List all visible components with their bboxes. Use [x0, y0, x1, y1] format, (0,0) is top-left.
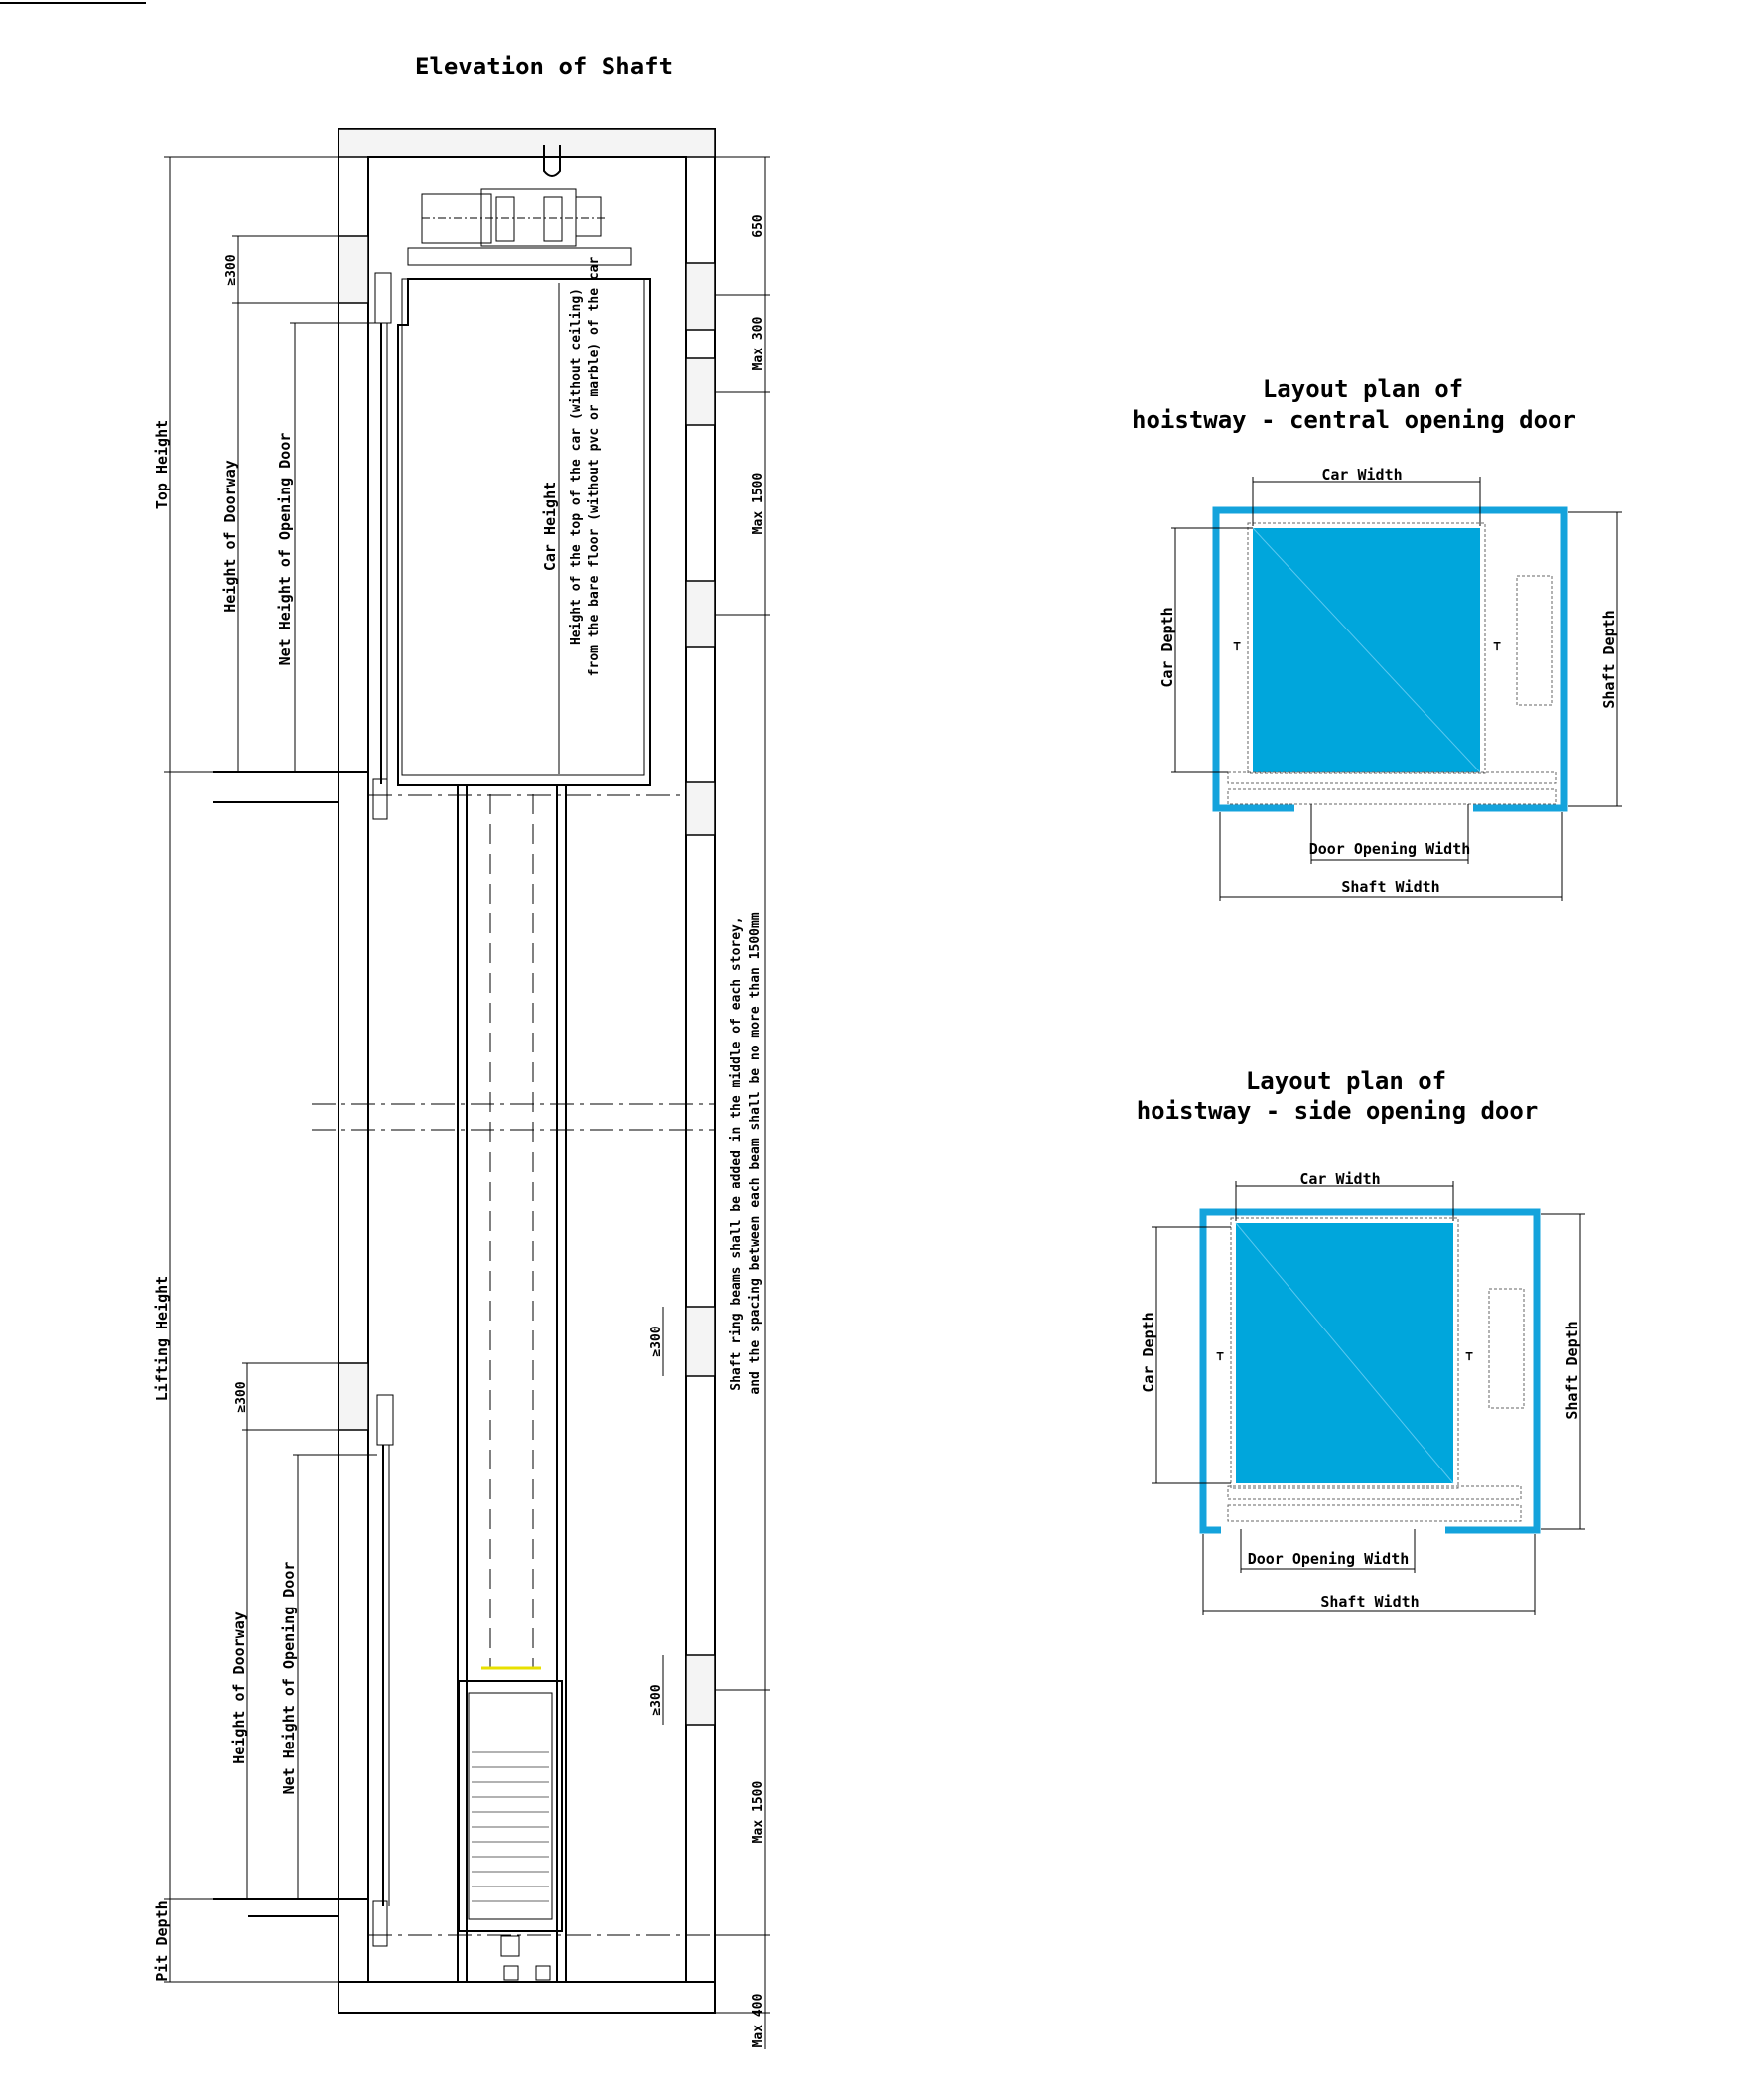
traction-machine-icon	[407, 188, 632, 266]
shaft-depth-label: Shaft Depth	[1563, 1321, 1581, 1419]
rail-icon: ⊤	[1233, 639, 1241, 654]
plan-side-title-2: hoistway - side opening door	[1137, 1097, 1539, 1125]
height-of-doorway-label: Height of Doorway	[230, 1611, 248, 1764]
car-depth-label: Car Depth	[1140, 1312, 1157, 1392]
net-height-opening-door-label: Net Height of Opening Door	[280, 1562, 298, 1795]
ring-beam-note-2: and the spacing between each beam shall …	[748, 912, 763, 1394]
plan-side-title-1: Layout plan of	[1246, 1067, 1446, 1095]
height-of-doorway-label: Height of Doorway	[221, 460, 239, 613]
car-height-note-2: from the bare floor (without pvc or marb…	[587, 257, 602, 677]
dimensions: Car Width Car Depth Shaft Depth Door Ope…	[1158, 466, 1622, 901]
min-300-label: ≥300	[649, 1326, 664, 1356]
dim-650: 650	[751, 214, 766, 238]
rail-icon: ⊤	[1465, 1349, 1473, 1364]
dim-max-400: Max 400	[751, 1993, 766, 2047]
door-opening-width-label: Door Opening Width	[1309, 840, 1471, 858]
min-300-label: ≥300	[234, 1381, 249, 1412]
elevator-car: Car Height Height of the top of the car …	[397, 257, 651, 786]
counterweight	[458, 1666, 563, 1981]
ring-beam-note-1: Shaft ring beams shall be added in the m…	[729, 916, 744, 1390]
landing-slab	[213, 771, 369, 839]
counterweight-icon	[1488, 1288, 1525, 1409]
pit-depth-label: Pit Depth	[153, 1900, 171, 1981]
shaft-wall	[1199, 1208, 1541, 1534]
shaft-outer-wall	[338, 128, 716, 2014]
shaft-width-label: Shaft Width	[1341, 878, 1439, 896]
dimensions: Car Width Car Depth Shaft Depth Door Ope…	[1140, 1170, 1585, 1615]
shaft-roof-slab	[338, 128, 716, 158]
car-width-label: Car Width	[1299, 1170, 1380, 1188]
shaft-depth-label: Shaft Depth	[1600, 610, 1618, 708]
right-dimensions: 650 Max 300 Max 1500 Max 1500 Max 400 Sh…	[649, 156, 770, 2049]
left-door-headers	[338, 235, 369, 1431]
dim-max-1500-bottom: Max 1500	[751, 1781, 766, 1844]
rail-icon: ⊤	[1493, 639, 1501, 654]
dim-max-300: Max 300	[751, 316, 766, 370]
shaft-width-label: Shaft Width	[1320, 1593, 1419, 1610]
door-opening-width-label: Door Opening Width	[1248, 1550, 1410, 1568]
plan-side-opening: Layout plan of hoistway - side opening d…	[1137, 1067, 1585, 1615]
top-height-label: Top Height	[153, 420, 171, 509]
car-width-label: Car Width	[1321, 466, 1402, 484]
car-height-label: Car Height	[541, 482, 559, 571]
car-depth-label: Car Depth	[1158, 607, 1176, 687]
elevation-title: Elevation of Shaft	[415, 53, 673, 80]
elevation-of-shaft: Elevation of Shaft	[153, 53, 770, 2049]
plan-central-title-2: hoistway - central opening door	[1132, 406, 1576, 434]
net-height-opening-door-label: Net Height of Opening Door	[276, 433, 294, 666]
lifting-hook-icon	[543, 145, 561, 177]
left-dimensions: Top Height Lifting Height Pit Depth ≥300…	[153, 156, 377, 1983]
shaft-wall	[1212, 506, 1568, 812]
right-ring-beams	[685, 262, 716, 1726]
min-300-label: ≥300	[649, 1684, 664, 1715]
car-height-note-1: Height of the top of the car (without ce…	[569, 288, 584, 645]
shaft-inner-wall	[367, 156, 687, 1983]
counterweight-icon	[1516, 575, 1553, 706]
bottom-landing-slab	[213, 1898, 368, 1917]
guide-rails	[457, 785, 567, 1982]
rail-icon: ⊤	[1216, 1349, 1224, 1364]
min-300-label: ≥300	[224, 254, 239, 285]
plan-central-title-1: Layout plan of	[1263, 375, 1463, 403]
lifting-height-label: Lifting Height	[153, 1276, 171, 1401]
plan-central-opening: Layout plan of hoistway - central openin…	[1132, 375, 1622, 901]
dim-max-1500-top: Max 1500	[751, 473, 766, 535]
landing-doors	[372, 272, 394, 1947]
